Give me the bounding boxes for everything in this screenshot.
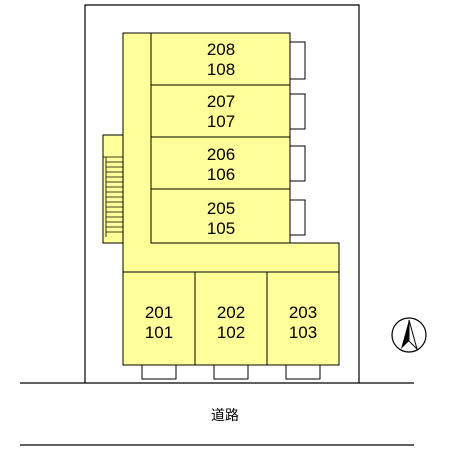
road-label: 道路 xyxy=(211,408,239,424)
unit-number-upper: 208 xyxy=(206,40,236,59)
unit-label-206-106: 206 106 xyxy=(191,145,251,185)
balcony-206 xyxy=(289,145,306,182)
unit-number-lower: 103 xyxy=(288,323,318,342)
unit-label-205-105: 205 105 xyxy=(191,199,251,239)
balcony-202 xyxy=(213,364,249,380)
unit-number-upper: 207 xyxy=(206,92,236,111)
unit-number-lower: 102 xyxy=(216,323,246,342)
balcony-207 xyxy=(289,93,306,130)
unit-block-201 xyxy=(122,271,196,366)
unit-number-upper: 206 xyxy=(206,145,236,164)
unit-label-208-108: 208 108 xyxy=(191,40,251,80)
staircase xyxy=(102,134,124,244)
balcony-201 xyxy=(141,364,177,380)
site-boundary xyxy=(84,4,360,383)
unit-block-208 xyxy=(150,32,291,86)
unit-label-207-107: 207 107 xyxy=(191,92,251,132)
north-arrow-icon xyxy=(391,317,427,353)
balcony-205 xyxy=(289,199,306,236)
unit-number-upper: 205 xyxy=(206,199,236,218)
unit-label-203-103: 203 103 xyxy=(273,303,333,343)
unit-number-upper: 203 xyxy=(288,303,318,322)
balcony-208 xyxy=(289,41,306,80)
balcony-203 xyxy=(285,364,321,380)
unit-number-upper: 201 xyxy=(144,303,174,322)
unit-label-201-101: 201 101 xyxy=(129,303,189,343)
unit-number-lower: 107 xyxy=(206,112,236,131)
unit-number-lower: 106 xyxy=(206,165,236,184)
unit-number-lower: 108 xyxy=(206,60,236,79)
unit-number-upper: 202 xyxy=(216,303,246,322)
unit-number-lower: 101 xyxy=(144,323,174,342)
unit-number-lower: 105 xyxy=(206,219,236,238)
unit-label-202-102: 202 102 xyxy=(201,303,261,343)
